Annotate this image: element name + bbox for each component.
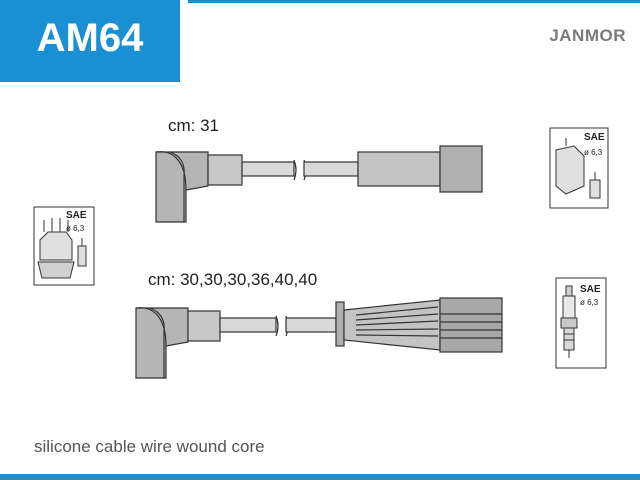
part-number: AM64 xyxy=(36,16,144,60)
left-terminal-sae-label: SAE xyxy=(66,210,87,221)
top-cable-straight-boot xyxy=(357,151,441,187)
top-cable-wire xyxy=(241,161,295,177)
left-terminal-diameter: ø 6,3 xyxy=(66,224,85,233)
product-description: silicone cable wire wound core xyxy=(34,437,265,456)
bottom-right-terminal-diameter: ø 6,3 xyxy=(580,298,599,307)
top-right-terminal-diameter: ø 6,3 xyxy=(584,148,603,157)
top-right-terminal-illustration xyxy=(549,127,609,209)
footer-rule xyxy=(0,474,640,480)
top-cable xyxy=(155,145,483,223)
left-terminal-illustration xyxy=(33,206,95,286)
bottom-cable xyxy=(135,297,503,379)
bottom-right-terminal-sae-label: SAE xyxy=(580,284,601,295)
bottom-cable-wire xyxy=(219,317,277,333)
header-rule xyxy=(188,0,640,3)
bottom-cable-length-label: cm: 30,30,30,36,40,40 xyxy=(148,270,318,289)
bottom-cable-neck xyxy=(187,310,221,342)
part-number-badge: AM64 xyxy=(0,0,180,82)
brand-name: JANMOR xyxy=(549,26,626,45)
top-right-terminal-sae-label: SAE xyxy=(584,132,605,143)
top-cable-neck xyxy=(207,154,243,186)
bottom-right-terminal-illustration xyxy=(555,277,607,369)
top-cable-length-label: cm: 31 xyxy=(168,116,220,135)
